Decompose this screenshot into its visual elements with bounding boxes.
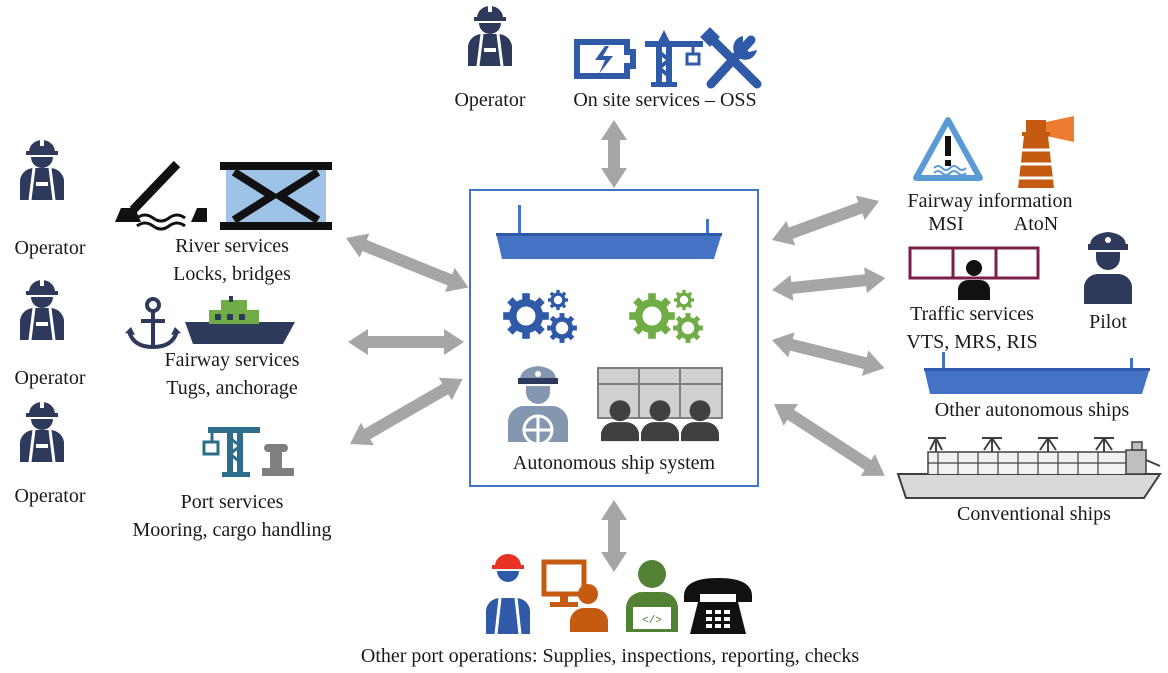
traffic-services-title: Traffic services xyxy=(910,303,1034,325)
autonomous-system-label: Autonomous ship system xyxy=(513,452,716,474)
arrow-bottom xyxy=(601,500,627,572)
warning-icon xyxy=(913,117,983,181)
msi-label: MSI xyxy=(928,213,964,235)
battery-icon xyxy=(574,39,636,79)
coder-icon: </> xyxy=(626,560,678,632)
top-operator-label: Operator xyxy=(454,89,525,111)
container-ship-icon xyxy=(896,437,1162,499)
pilot-icon xyxy=(1084,232,1132,304)
river-services-title: River services xyxy=(175,235,289,257)
svg-text:</>: </> xyxy=(642,615,662,627)
river-services-sub: Locks, bridges xyxy=(173,263,291,285)
left-operator-label-3: Operator xyxy=(14,485,85,507)
left-operator-icon-2 xyxy=(18,277,66,342)
fairway-services-title: Fairway services xyxy=(165,349,300,371)
conventional-ships-label: Conventional ships xyxy=(957,503,1111,525)
arrow-right-fairway-info xyxy=(772,195,880,246)
phone-icon xyxy=(684,578,752,634)
top-operator-icon xyxy=(466,3,514,68)
worker-icon xyxy=(486,554,530,635)
port-crane-icon xyxy=(202,427,260,477)
arrow-right-traffic xyxy=(772,267,886,301)
aton-label: AtoN xyxy=(1014,213,1058,235)
arrow-right-conventional xyxy=(774,403,885,476)
pilot-label: Pilot xyxy=(1089,311,1127,333)
left-operator-label-1: Operator xyxy=(14,237,85,259)
traffic-services-sub: VTS, MRS, RIS xyxy=(906,331,1037,353)
lighthouse-icon xyxy=(1018,116,1074,188)
lock-icon xyxy=(220,162,332,230)
fairway-services-sub: Tugs, anchorage xyxy=(166,377,298,399)
left-operator-label-2: Operator xyxy=(14,367,85,389)
arrow-right-other-ships xyxy=(772,332,885,376)
vts-screen-icon xyxy=(908,246,1040,300)
fairway-info-label: Fairway information xyxy=(908,190,1073,212)
anchor-icon xyxy=(125,297,181,350)
crane-icon xyxy=(645,30,703,87)
arrow-left-port xyxy=(350,377,463,446)
bridge-icon xyxy=(115,160,207,231)
port-services-title: Port services xyxy=(181,491,284,513)
computer-user-icon xyxy=(541,559,608,632)
arrow-left-river xyxy=(346,233,469,293)
port-services-sub: Mooring, cargo handling xyxy=(132,519,331,541)
tug-icon xyxy=(185,296,295,344)
oss-label: On site services – OSS xyxy=(573,89,756,111)
monitor-room-icon xyxy=(597,367,723,442)
other-ship-icon xyxy=(924,352,1150,394)
left-operator-icon-3 xyxy=(18,399,66,464)
left-operator-icon-1 xyxy=(18,137,66,202)
wrench-icon xyxy=(700,27,762,89)
arrow-left-fairway xyxy=(348,329,464,355)
bollard-icon xyxy=(262,444,294,476)
other-ships-label: Other autonomous ships xyxy=(935,399,1130,421)
other-port-operations-label: Other port operations: Supplies, inspect… xyxy=(361,645,859,667)
arrow-top xyxy=(601,120,627,188)
captain-icon xyxy=(508,366,568,446)
barge-icon xyxy=(496,205,722,259)
